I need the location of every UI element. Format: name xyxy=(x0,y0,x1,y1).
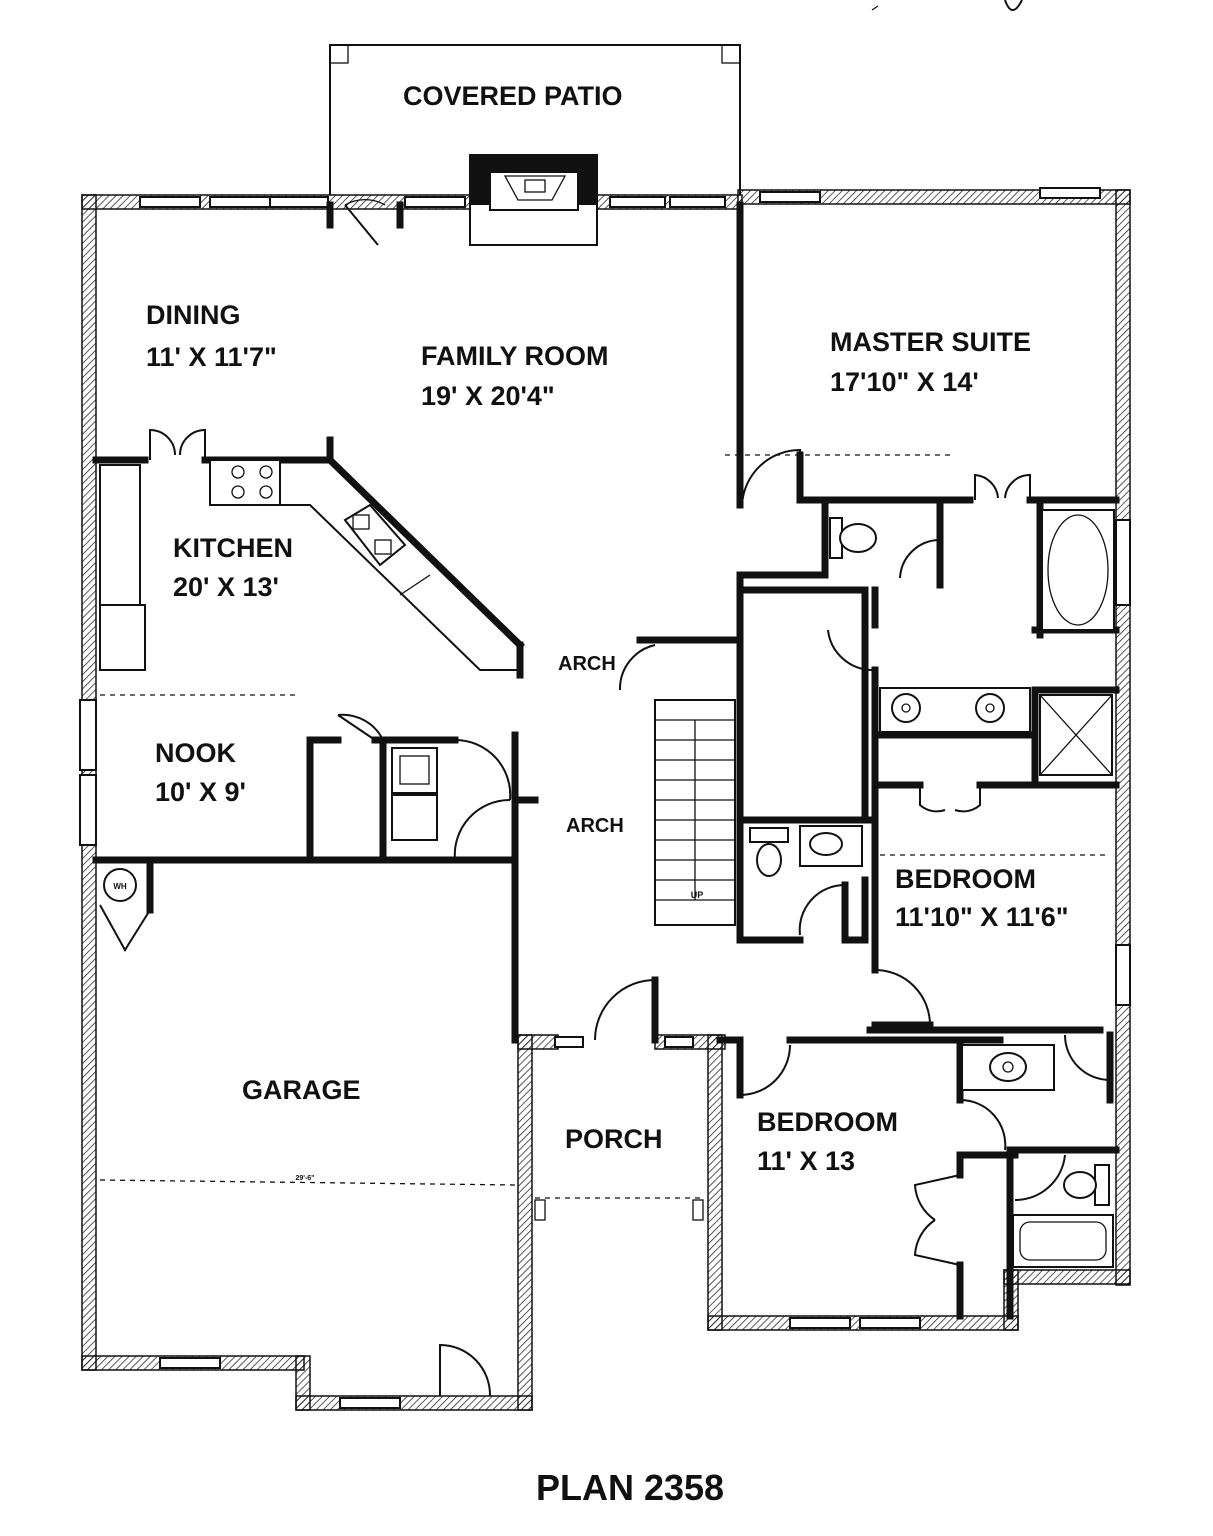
room-labels: COVERED PATIO DINING 11' X 11'7" FAMILY … xyxy=(146,81,1069,1508)
wh-label: WH xyxy=(113,882,127,891)
garage-features: 29'-6" xyxy=(99,1175,516,1186)
porch-label: PORCH xyxy=(565,1124,663,1154)
master-suite-dims: 17'10" X 14' xyxy=(830,367,979,397)
dashed-lines xyxy=(100,454,1110,856)
laundry-fixtures xyxy=(391,747,438,841)
kitchen-fixtures xyxy=(99,459,521,671)
water-heater: WH xyxy=(103,868,137,902)
windows xyxy=(79,187,1131,1409)
nook-dims: 10' X 9' xyxy=(155,777,246,807)
nook-label: NOOK xyxy=(155,738,237,768)
bedroom-3-dims: 11' X 13 xyxy=(757,1146,855,1176)
arch-upper-label: ARCH xyxy=(558,653,616,675)
svg-text:29'-6": 29'-6" xyxy=(296,1175,315,1182)
hall-bath-fixtures xyxy=(749,825,863,877)
kitchen-label: KITCHEN xyxy=(173,533,293,563)
porch-features xyxy=(534,1197,705,1221)
bedroom-2-label: BEDROOM xyxy=(895,864,1036,894)
master-bath-fixtures xyxy=(829,509,1115,776)
master-suite-label: MASTER SUITE xyxy=(830,327,1031,357)
bed3-bath-fixtures xyxy=(961,1044,1114,1268)
staircase: UP xyxy=(654,699,736,926)
bedroom-3-label: BEDROOM xyxy=(757,1107,898,1137)
arch-lower-label: ARCH xyxy=(566,815,624,837)
family-room-dims: 19' X 20'4" xyxy=(421,381,555,411)
dining-label: DINING xyxy=(146,300,241,330)
fireplace xyxy=(469,154,598,246)
patio-door xyxy=(326,198,404,246)
covered-patio-label: COVERED PATIO xyxy=(403,81,623,111)
covered-patio xyxy=(329,44,741,195)
stair-up-label: UP xyxy=(691,890,704,900)
dining-dims: 11' X 11'7" xyxy=(146,342,277,372)
scan-marks xyxy=(871,0,1023,11)
family-room-label: FAMILY ROOM xyxy=(421,341,609,371)
garage-label: GARAGE xyxy=(242,1075,361,1105)
plan-title: PLAN 2358 xyxy=(536,1467,724,1508)
bedroom-2-dims: 11'10" X 11'6" xyxy=(895,902,1069,932)
doors xyxy=(99,428,1111,1397)
kitchen-dims: 20' X 13' xyxy=(173,572,279,602)
